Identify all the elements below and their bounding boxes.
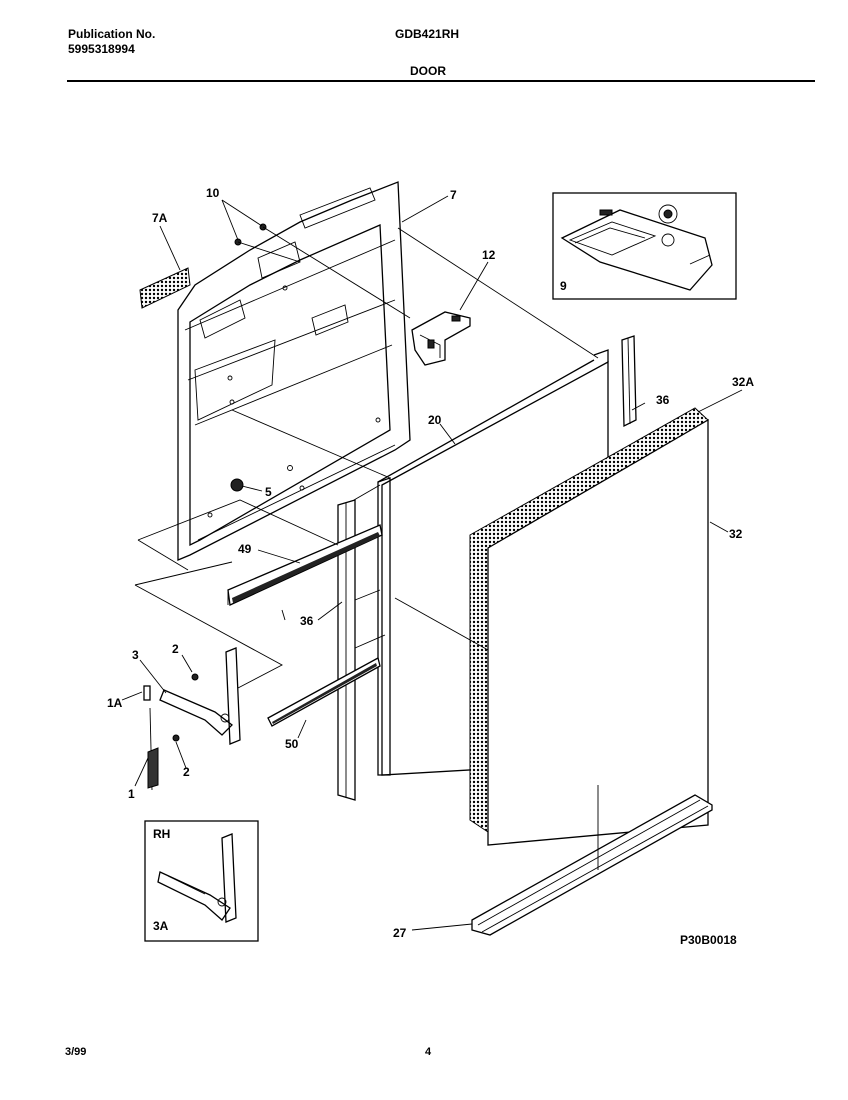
callout-36-right: 36 (656, 393, 670, 407)
insulation-sheets (134, 499, 339, 689)
door-panel (487, 418, 709, 846)
publication-number: 5995318994 (68, 42, 135, 56)
construction-lines (231, 227, 599, 870)
callout-7: 7 (450, 188, 457, 202)
diagram-code: P30B0018 (680, 933, 737, 947)
hinge-assembly (143, 647, 241, 791)
callout-12: 12 (482, 248, 496, 262)
header-rule (67, 80, 815, 82)
callout-1: 1 (128, 787, 135, 801)
callout-9: 9 (560, 279, 567, 293)
inset-box-dispenser: 9 (552, 192, 737, 300)
callout-36-left: 36 (300, 614, 314, 628)
callout-10: 10 (206, 186, 220, 200)
page-number: 4 (425, 1046, 432, 1058)
callout-1a: 1A (107, 696, 123, 710)
callout-5: 5 (265, 485, 272, 499)
callouts: 10 7A 7 12 36 32A 20 5 32 49 36 3 2 1A 2… (107, 186, 754, 947)
model-number: GDB421RH (395, 27, 460, 41)
kick-plate (471, 794, 713, 936)
vent-grille (139, 267, 191, 309)
callout-49: 49 (238, 542, 252, 556)
inset-label-rh: RH (153, 827, 170, 841)
hinge-channel (227, 524, 383, 606)
callout-2-bottom: 2 (183, 765, 190, 779)
dispenser-knob (230, 478, 244, 492)
callout-20: 20 (428, 413, 442, 427)
callout-2-top: 2 (172, 642, 179, 656)
callout-27: 27 (393, 926, 407, 940)
screw-10 (234, 223, 411, 319)
bottom-channel (267, 657, 381, 727)
callout-3: 3 (132, 648, 139, 662)
footer-date: 3/99 (65, 1046, 87, 1058)
publication-label: Publication No. (68, 27, 156, 41)
leader-lines (121, 195, 743, 931)
inner-door-panel (177, 181, 411, 561)
side-trim-right (621, 335, 637, 428)
callout-32: 32 (729, 527, 743, 541)
callout-32a: 32A (732, 375, 754, 389)
door-latch (411, 311, 471, 366)
inset-label-3a: 3A (153, 919, 169, 933)
section-title: DOOR (410, 64, 446, 78)
inset-box-hinge-rh: RH 3A (144, 820, 259, 942)
callout-50: 50 (285, 737, 299, 751)
callout-7a: 7A (152, 211, 168, 225)
